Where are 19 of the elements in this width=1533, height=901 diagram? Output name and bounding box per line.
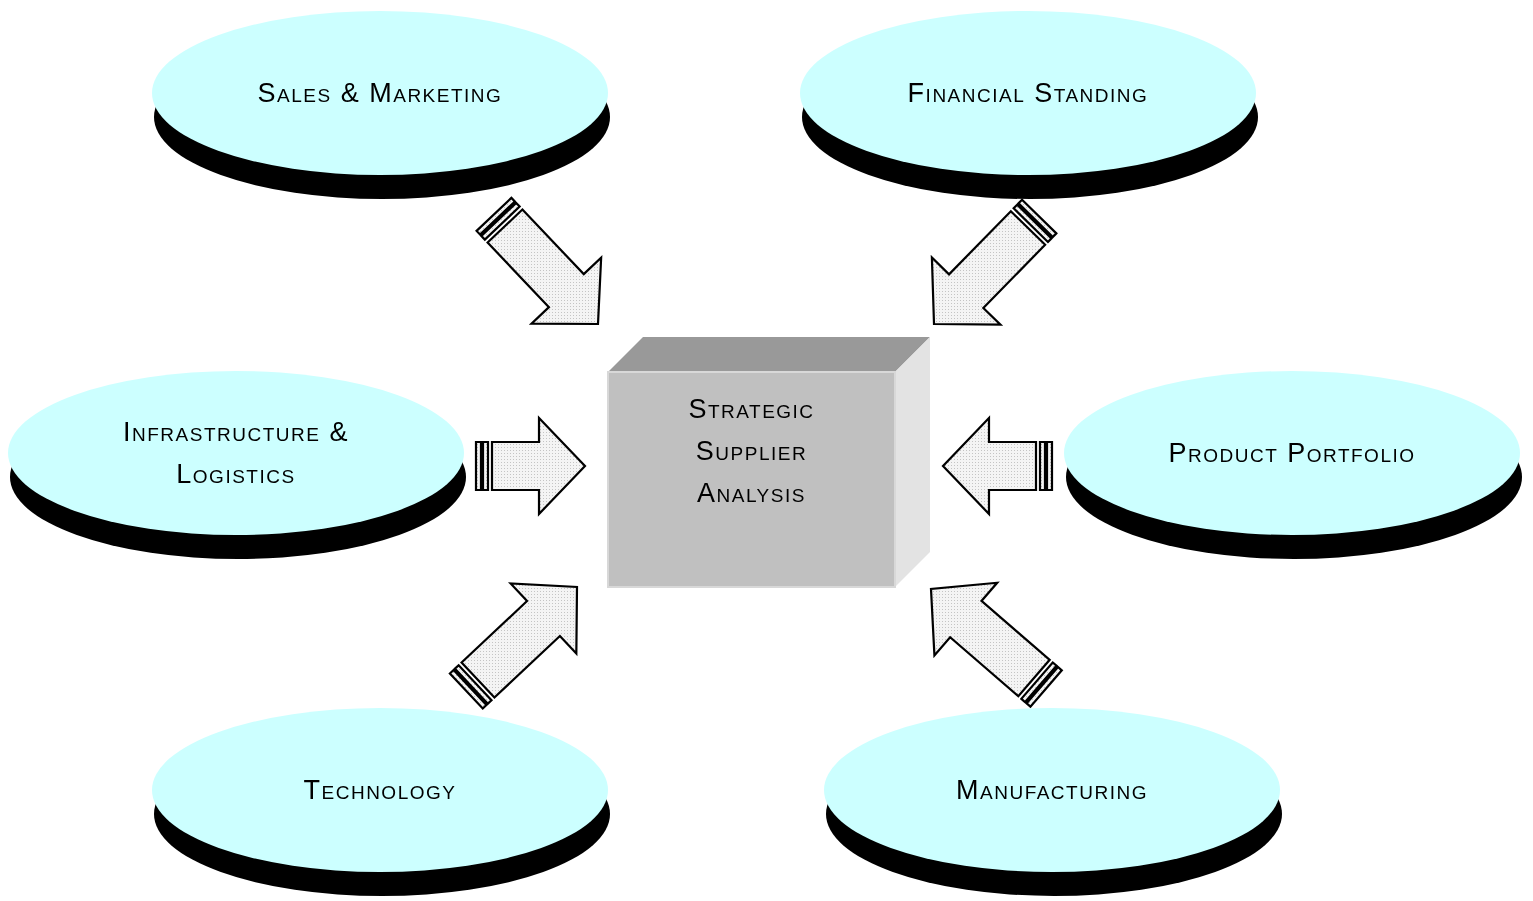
- node-label: Infrastructure & Logistics: [122, 416, 350, 491]
- ellipse-shape: [824, 708, 1284, 898]
- node-label: Sales & Marketing: [256, 77, 504, 110]
- node-label: Product Portfolio: [1167, 437, 1417, 470]
- block-arrow: [930, 198, 1058, 326]
- block-arrow: [929, 581, 1064, 709]
- ellipse-shape: [152, 708, 612, 898]
- ellipse-shape: [1064, 371, 1524, 561]
- block-arrow: [475, 196, 603, 326]
- ellipse-shape: [800, 11, 1260, 201]
- block-arrow: [941, 415, 1054, 517]
- ellipse-shape: [8, 371, 468, 561]
- block-arrow: [474, 415, 587, 517]
- node-label: Manufacturing: [955, 774, 1149, 807]
- node-label: Technology: [302, 774, 458, 807]
- node-label: Financial Standing: [906, 77, 1150, 110]
- node-label: Strategic Supplier Analysis: [687, 393, 816, 510]
- block-arrow: [448, 582, 579, 710]
- ellipse-shape: [152, 11, 612, 201]
